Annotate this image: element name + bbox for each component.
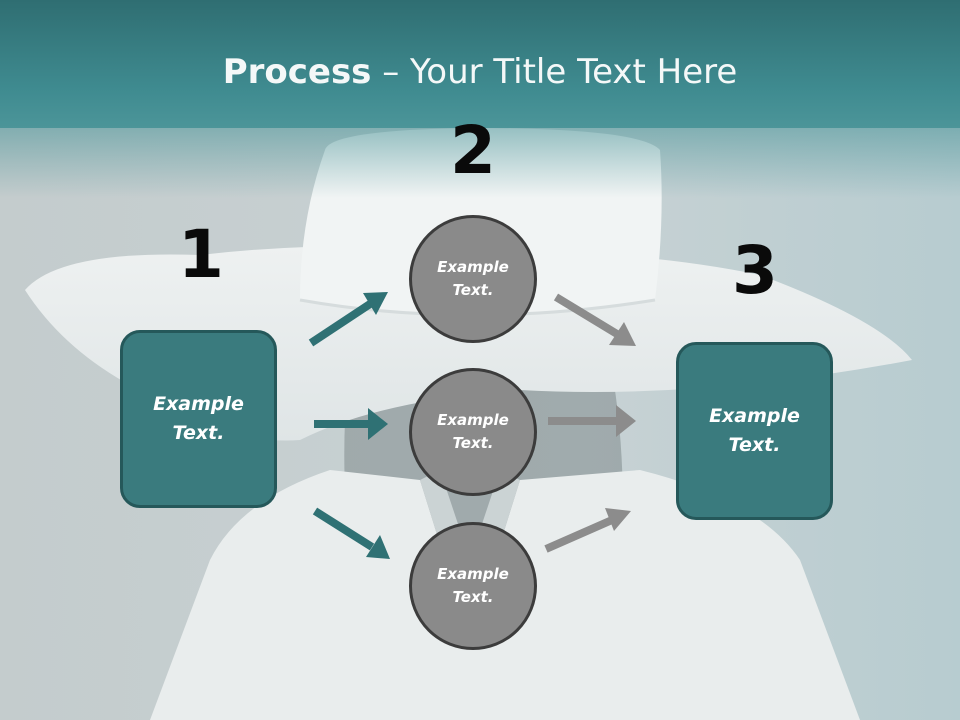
arrow-icon (553, 293, 636, 346)
process-circle-top: Example Text. (409, 215, 537, 343)
step-number-3: 3 (732, 232, 778, 309)
arrow-icon (544, 508, 631, 553)
title-bold: Process (222, 52, 372, 92)
arrow-icon (548, 405, 636, 437)
header-fade (0, 128, 960, 198)
step-number-1: 1 (178, 216, 224, 293)
process-box-right: Example Text. (676, 342, 833, 520)
title-rest: – Your Title Text Here (371, 52, 738, 92)
slide-title: Process – Your Title Text Here (0, 52, 960, 92)
process-box-left: Example Text. (120, 330, 277, 508)
header-band (0, 0, 960, 128)
process-circle-bottom: Example Text. (409, 522, 537, 650)
process-circle-middle: Example Text. (409, 368, 537, 496)
step-number-2: 2 (450, 112, 496, 189)
arrow-icon (314, 408, 388, 440)
arrow-icon (312, 507, 390, 559)
arrow-icon (308, 292, 388, 347)
